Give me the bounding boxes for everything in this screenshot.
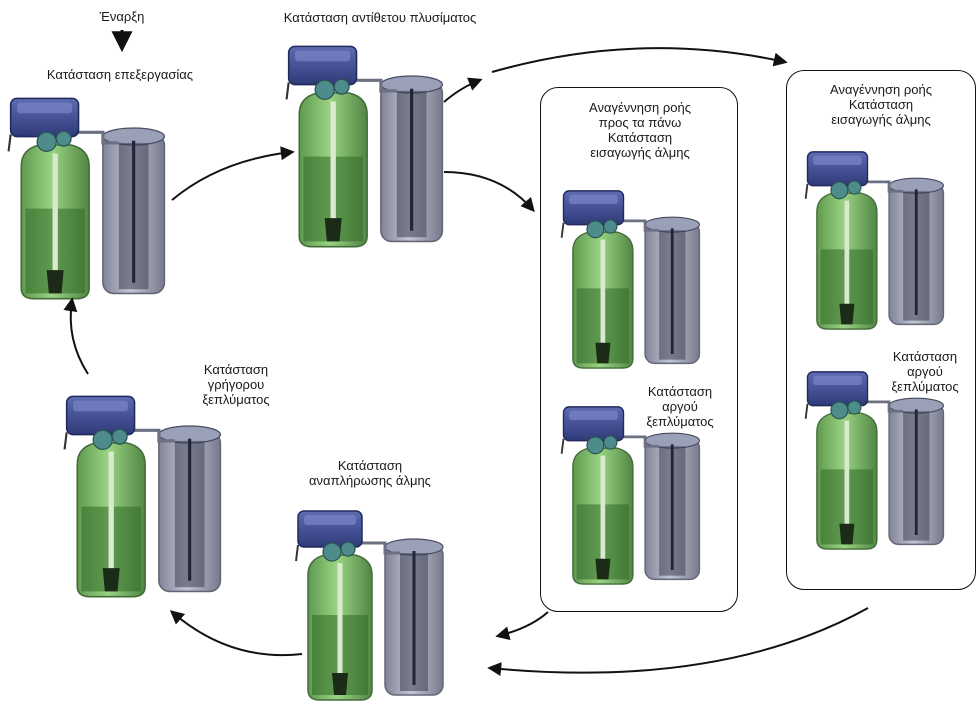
regen-title-line-2: Κατάσταση [848,97,914,112]
regeneration-box [786,70,976,590]
arrow-fast-rinse-to-service [63,297,89,375]
brine-refill-unit [296,511,443,700]
arrow-upflow-to-refill [495,611,549,641]
upflow-slow-rinse-line-1: Κατάσταση [647,384,713,399]
fast-rinse-line-1: Κατάσταση [203,362,269,377]
arrow-backwash-to-upflow [443,171,535,213]
arrow-backwash-to-regen-top [491,47,788,73]
service-state-label: Κατάσταση επεξεργασίας [46,67,194,82]
backwash-unit [287,46,443,246]
regen-title: Αναγέννηση ροής Κατάσταση εισαγωγής άλμη… [790,82,972,127]
arrow-refill-to-fast-rinse [169,610,303,657]
upflow-slow-rinse-line-3: ξεπλύματος [646,414,714,429]
upflow-title-line-2: προς τα πάνω [598,115,682,130]
arrow-backwash-to-regen-short [443,77,483,103]
arrow-regen-to-refill [487,607,869,677]
regen-slow-rinse-label: Κατάσταση αργού ξεπλύματος [875,349,975,394]
fast-rinse-line-3: ξεπλύματος [202,392,270,407]
upflow-title: Αναγέννηση ροής προς τα πάνω Κατάσταση ε… [545,100,735,160]
regen-slow-rinse-line-2: αργού [907,364,943,379]
regen-title-line-1: Αναγέννηση ροής [830,82,932,97]
upflow-title-line-3: Κατάσταση [607,130,673,145]
arrow-service-to-backwash [171,146,295,201]
brine-refill-line-2: αναπλήρωσης άλμης [309,473,431,488]
regen-slow-rinse-line-1: Κατάσταση [892,349,958,364]
upflow-regeneration-box [540,87,738,612]
upflow-title-line-4: εισαγωγής άλμης [590,145,690,160]
regen-title-line-3: εισαγωγής άλμης [831,112,931,127]
brine-refill-line-1: Κατάσταση [337,458,403,473]
upflow-slow-rinse-label: Κατάσταση αργού ξεπλύματος [630,384,730,429]
fast-rinse-line-2: γρήγορου [207,377,265,392]
upflow-slow-rinse-line-2: αργού [662,399,698,414]
backwash-state-label: Κατάσταση αντίθετου πλυσίματος [283,10,477,25]
start-label: Έναρξη [99,9,145,24]
brine-refill-label: Κατάσταση αναπλήρωσης άλμης [290,458,450,488]
fast-rinse-label: Κατάσταση γρήγορου ξεπλύματος [176,362,296,407]
service-unit [9,98,165,298]
regen-slow-rinse-line-3: ξεπλύματος [891,379,959,394]
upflow-title-line-1: Αναγέννηση ροής [589,100,691,115]
fast-rinse-unit [65,396,221,596]
